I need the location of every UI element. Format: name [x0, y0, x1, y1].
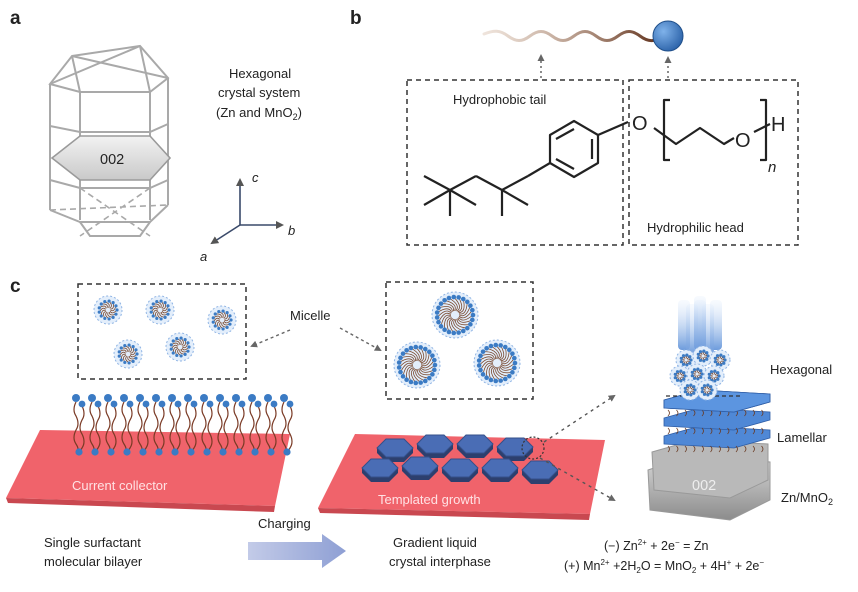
- lamellar-layer: [663, 407, 771, 435]
- hexagonal-plate: [416, 434, 454, 458]
- micelle-large-3: [473, 339, 521, 387]
- surfactant-tail-icon: [482, 29, 666, 43]
- crystal-system-line1: Hexagonal: [229, 66, 291, 81]
- hexagonal-rods: [669, 296, 731, 401]
- mid-caption-line2: crystal interphase: [389, 554, 491, 569]
- surfactant-molecule: [184, 394, 198, 456]
- surfactant-bilayer: [72, 394, 294, 456]
- panel-label-c: c: [10, 276, 21, 297]
- hexagonal-prism: [48, 44, 170, 237]
- surfactant-molecule: [120, 394, 134, 456]
- hexagonal-plate: [361, 458, 399, 482]
- octylphenol-skeleton: [423, 98, 771, 216]
- surfactant-head-icon: [652, 20, 684, 52]
- micelle-small-1: [93, 295, 123, 325]
- panel-c: c Micelle Current collector Templated gr…: [6, 276, 833, 575]
- micelle-small-5: [165, 332, 195, 362]
- current-collector-label: Current collector: [72, 478, 168, 493]
- crystal-system-line3: (Zn and MnO2): [216, 105, 302, 122]
- micelle-small-3: [207, 305, 237, 335]
- repeat-subscript-n: n: [768, 159, 776, 176]
- hexagonal-plates: [361, 434, 559, 484]
- micelle-small-2: [145, 295, 175, 325]
- lamellar-label: Lamellar: [777, 430, 828, 445]
- micelle-large-1: [431, 291, 479, 339]
- atom-oxygen-2: O: [735, 130, 751, 152]
- panel-label-b: b: [350, 8, 362, 29]
- hexagonal-prism-bottom-dashed: [49, 187, 169, 237]
- hydrophobic-tail-label: Hydrophobic tail: [453, 92, 546, 107]
- charging-label: Charging: [258, 516, 311, 531]
- hydrophilic-head-box: [628, 79, 799, 246]
- cathode-equation: (+) Mn2+ +2H2O = MnO2 + 4H+ + 2e−: [564, 558, 764, 575]
- hexagonal-plate: [401, 456, 439, 480]
- templated-growth-label: Templated growth: [378, 492, 481, 507]
- stack-plane-002: 002: [692, 478, 716, 494]
- micelle-label: Micelle: [290, 308, 330, 323]
- lamellar-layers: [663, 389, 771, 453]
- surfactant-molecule: [88, 394, 102, 456]
- axis-a-label: a: [200, 249, 207, 264]
- hydrophilic-head-label: Hydrophilic head: [647, 220, 744, 235]
- charging-arrow: [248, 534, 346, 568]
- surfactant-molecule: [72, 394, 86, 456]
- large-micelles: [393, 291, 521, 389]
- plane-label-002: 002: [100, 152, 124, 168]
- hexagonal-plate: [441, 458, 479, 482]
- hexagonal-plate: [456, 434, 494, 458]
- large-micelle-box: [385, 281, 534, 400]
- panel-b: b Hydrophobic tail Hydrophilic head: [350, 8, 799, 246]
- basal-plane-002: [50, 135, 172, 181]
- liquid-crystal-stack: 002: [647, 296, 771, 521]
- atom-hydrogen: H: [771, 114, 785, 136]
- rod-cross-section: [696, 379, 718, 401]
- rod-cross-section: [709, 349, 731, 371]
- surfactant-molecule: [200, 394, 214, 456]
- surfactant-molecule: [104, 394, 118, 456]
- surfactant-molecule: [216, 394, 230, 456]
- zoom-target-circle: [521, 436, 545, 460]
- surfactant-molecule: [264, 394, 278, 456]
- surfactant-molecule: [136, 394, 150, 456]
- small-micelles: [93, 295, 237, 369]
- surfactant-molecule: [168, 394, 182, 456]
- hexagonal-plate: [481, 458, 519, 482]
- substrate-label: Zn/MnO2: [781, 490, 833, 507]
- surfactant-molecule: [232, 394, 246, 456]
- axis-c-label: c: [252, 170, 259, 185]
- left-caption-line1: Single surfactant: [44, 535, 141, 550]
- hydrophobic-tail-box: [406, 79, 624, 246]
- hexagonal-plate: [521, 460, 559, 484]
- axis-triad: [210, 178, 284, 245]
- small-micelle-box: [77, 283, 247, 380]
- crystal-system-line2: crystal system: [218, 85, 300, 100]
- axis-b-label: b: [288, 223, 295, 238]
- surfactant-molecule: [280, 394, 294, 456]
- micelle-large-2: [393, 341, 441, 389]
- hexagonal-label: Hexagonal: [770, 362, 832, 377]
- anode-equation: (−) Zn2+ + 2e− = Zn: [604, 538, 709, 553]
- current-collector-plate: [6, 430, 290, 506]
- surfactant-molecule: [248, 394, 262, 456]
- mid-caption-line1: Gradient liquid: [393, 535, 477, 550]
- surfactant-molecule: [152, 394, 166, 456]
- atom-oxygen-1: O: [632, 113, 648, 135]
- panel-a: a 002 Hexagonal crystal system (Zn and M…: [10, 8, 302, 264]
- left-caption-line2: molecular bilayer: [44, 554, 143, 569]
- micelle-small-4: [113, 339, 143, 369]
- panel-label-a: a: [10, 8, 21, 29]
